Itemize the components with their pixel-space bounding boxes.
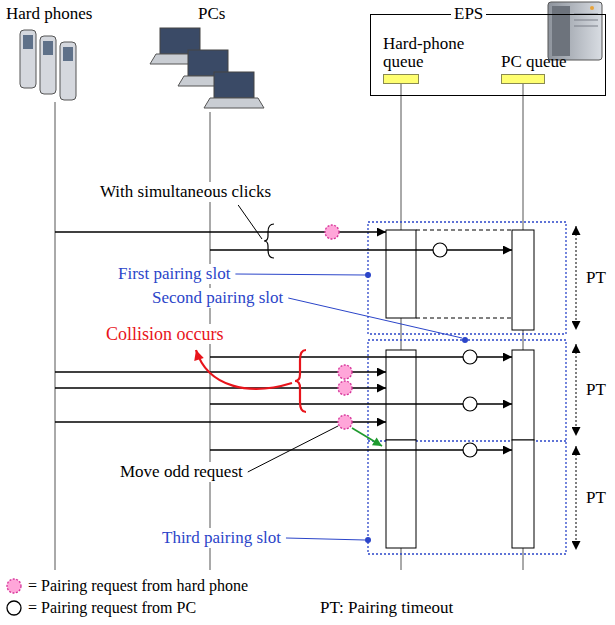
phone-body (60, 42, 76, 100)
phone-screen (63, 47, 73, 61)
phone-request-marker (338, 415, 352, 429)
request-arrow (55, 387, 386, 388)
leader-line (235, 274, 365, 275)
phone-request-marker (338, 365, 352, 379)
phone-screen (43, 41, 53, 55)
activation-box (386, 350, 416, 440)
pairing-slot-frame (368, 222, 566, 334)
lifeline (55, 102, 56, 570)
timeout-label: PT (584, 380, 608, 400)
phone-icons (20, 30, 76, 100)
slot-dot (365, 537, 371, 543)
phone-request-marker (338, 381, 352, 395)
timeout-arrow (576, 226, 577, 330)
queue-name: Hard-phone queue (383, 35, 487, 71)
request-arrows (55, 232, 512, 450)
lifelines (55, 84, 523, 570)
legend-text: = Pairing request from PC (28, 598, 196, 618)
phone-request-marker (325, 225, 339, 239)
phone-screen (23, 35, 33, 49)
activation-box (512, 230, 534, 330)
server-box: EPSHard-phone queuePC queue (370, 14, 606, 96)
bracket (264, 224, 274, 258)
queue: PC queue (501, 35, 601, 84)
request-arrow (210, 249, 512, 250)
laptop-icons (150, 28, 264, 108)
legend-note: PT: Pairing timeout (318, 598, 455, 618)
note: Move odd request (118, 462, 245, 482)
legend-samples (7, 579, 21, 615)
timeout-arrow (576, 344, 577, 436)
queue-bar (383, 74, 419, 84)
request-arrow (55, 371, 386, 372)
pairing-slot-frame (368, 340, 566, 554)
queue-name: PC queue (501, 53, 601, 71)
leader-line (248, 426, 338, 472)
legend-sample (7, 579, 21, 593)
slot-dot (365, 272, 371, 278)
pc-request-marker (433, 243, 447, 257)
pair-link-line (416, 318, 512, 319)
server-icon (548, 2, 602, 60)
laptop-base (204, 98, 264, 108)
timeout-label: PT (584, 268, 608, 288)
slot-name: First pairing slot (116, 264, 232, 284)
laptop-screen (214, 72, 254, 98)
pc-request-marker (463, 443, 477, 457)
queue-bar (501, 74, 545, 84)
pc-request-marker (463, 397, 477, 411)
activation-boxes (386, 230, 534, 548)
pair-link (416, 230, 512, 318)
activation-box (512, 350, 534, 440)
server-slot (574, 20, 598, 21)
timeout-label: PT (584, 488, 608, 508)
timeout-arrows (576, 226, 577, 550)
server-body (548, 2, 602, 60)
leader-line (238, 205, 262, 239)
queue-label-holder: PC queue (501, 35, 601, 71)
timeout-arrow (576, 446, 577, 550)
phone-body (20, 30, 36, 88)
slot-name: Second pairing slot (150, 288, 285, 308)
collision-note: Collision occurs (104, 324, 226, 344)
phone-request-markers (325, 225, 352, 429)
slot-name: Third pairing slot (160, 528, 283, 548)
activation-box (386, 230, 416, 318)
legend-text: = Pairing request from hard phone (28, 576, 248, 596)
activation-box (386, 440, 416, 548)
server-slot (574, 26, 598, 27)
slot-dot (462, 337, 468, 343)
activation-box (512, 440, 534, 548)
leader-line (288, 298, 462, 338)
pc-request-marker (463, 350, 477, 364)
actor-name: PCs (196, 4, 227, 24)
queue-label-holder: Hard-phone queue (383, 35, 487, 71)
collision-bracket (295, 350, 306, 412)
leader-line (286, 538, 365, 540)
request-arrow (55, 421, 386, 422)
server-light (590, 6, 594, 10)
queue: Hard-phone queue (383, 35, 487, 84)
pairing-slot-frames (368, 222, 566, 554)
note: With simultaneous clicks (98, 182, 273, 202)
move-arrow (352, 428, 382, 446)
legend-sample (7, 601, 21, 615)
collision-arrow (196, 350, 292, 389)
actor-name: Hard phones (4, 4, 94, 24)
pair-link-line (416, 230, 512, 231)
pc-request-markers (433, 243, 477, 457)
phone-body (40, 36, 56, 94)
server-name: EPS (451, 4, 486, 24)
